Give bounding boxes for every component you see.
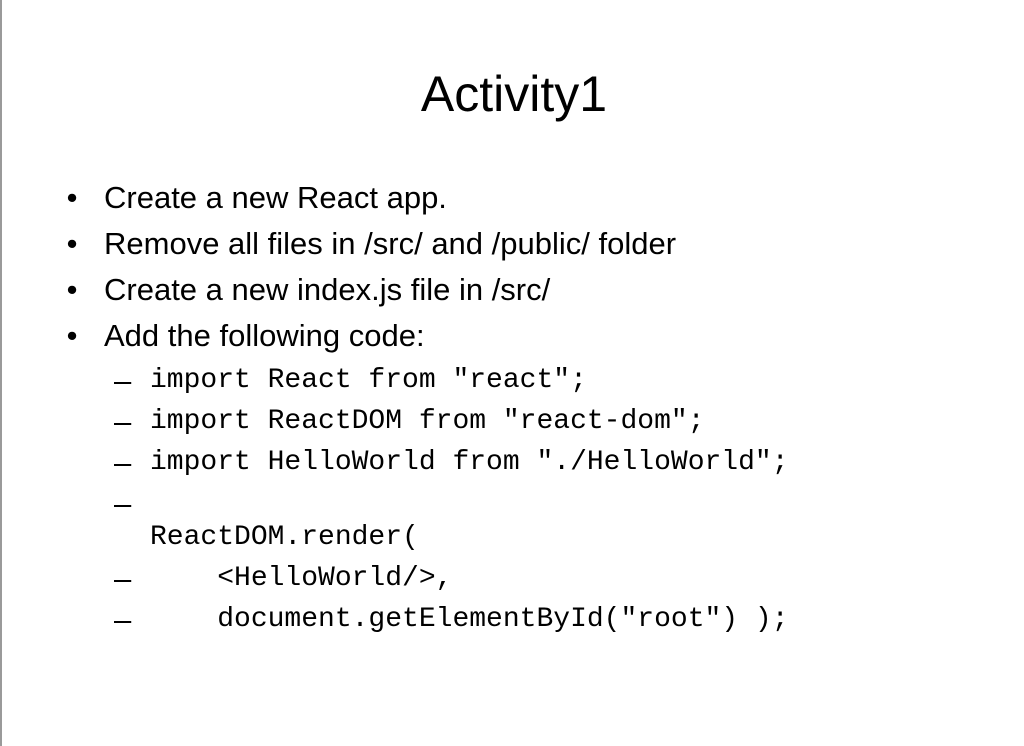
dash-icon: –	[114, 363, 132, 398]
bullet-text: Create a new index.js file in /src/	[104, 272, 551, 307]
dash-icon: –	[114, 561, 132, 596]
dash-icon: –	[114, 602, 132, 637]
dash-icon: –	[114, 404, 132, 439]
bullet-text: Create a new React app.	[104, 180, 447, 215]
code-text: import React from "react";	[150, 365, 587, 396]
code-text: import HelloWorld from "./HelloWorld";	[150, 447, 789, 478]
dash-icon: –	[114, 445, 132, 480]
bullet-icon: •	[66, 272, 78, 307]
code-text: document.getElementById("root") );	[150, 604, 789, 635]
bullet-icon: •	[66, 318, 78, 353]
code-text: import ReactDOM from "react-dom";	[150, 406, 705, 437]
bullet-icon: •	[66, 180, 78, 215]
bullet-text: Add the following code:	[104, 318, 425, 353]
bullet-text: Remove all files in /src/ and /public/ f…	[104, 226, 677, 261]
bullet-icon: •	[66, 226, 78, 261]
code-text: ReactDOM.render(	[150, 522, 419, 553]
code-text: <HelloWorld/>,	[150, 563, 453, 594]
dash-icon: –	[114, 486, 132, 521]
slide-title: Activity1	[420, 66, 608, 122]
